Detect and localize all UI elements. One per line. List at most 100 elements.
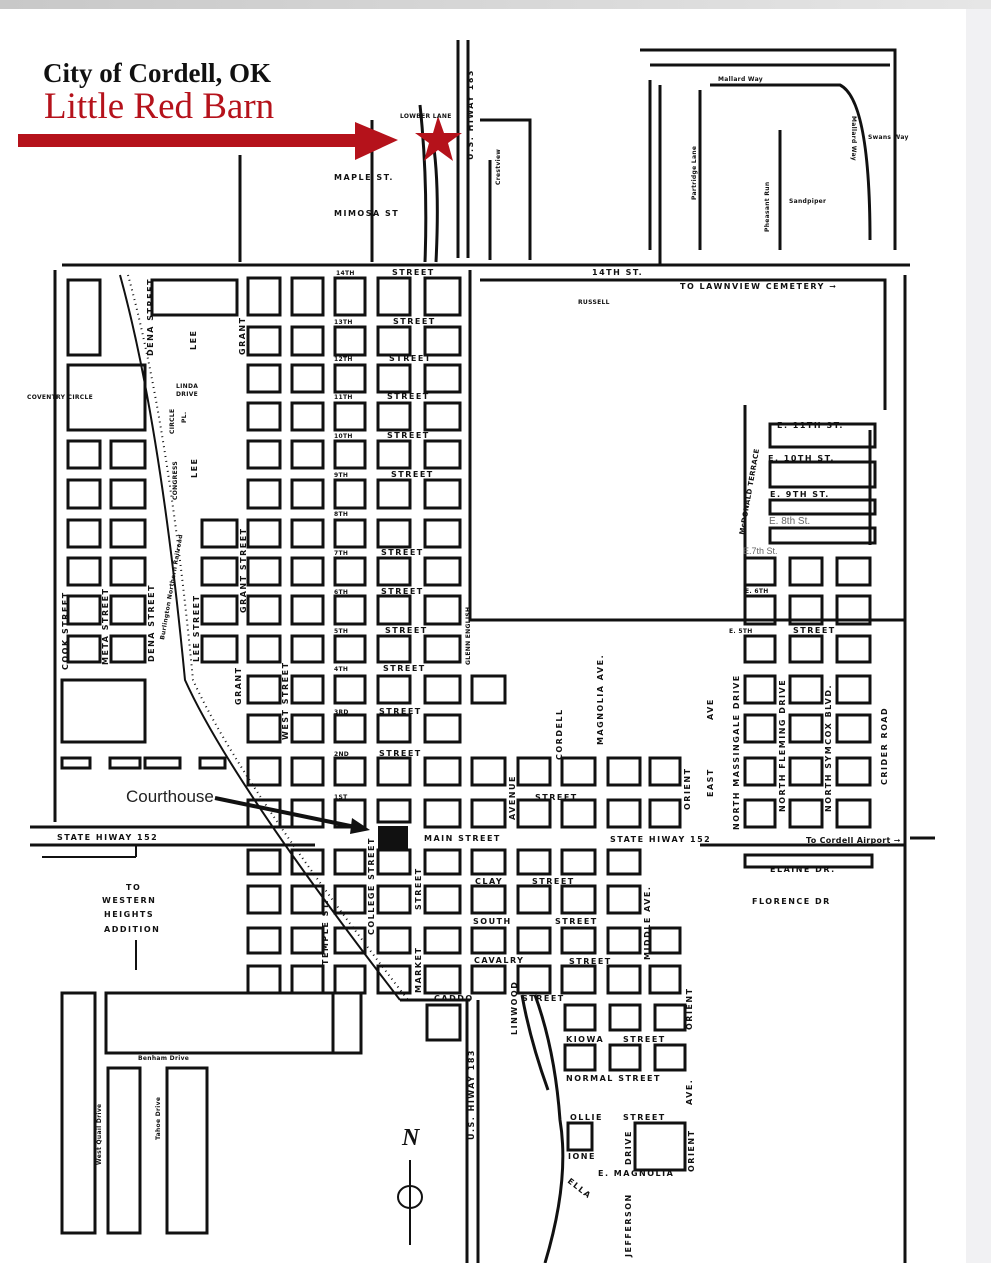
block xyxy=(290,926,325,955)
label: TO xyxy=(126,883,141,892)
label: To Cordell Airport ➞ xyxy=(806,836,901,845)
map-title: City of Cordell, OK xyxy=(43,58,271,88)
label: 1ST xyxy=(334,794,348,801)
label: MIDDLE AVE. xyxy=(643,886,652,960)
label: CLAY xyxy=(475,877,503,886)
block xyxy=(109,594,147,626)
block xyxy=(109,556,147,587)
block xyxy=(835,674,872,705)
block xyxy=(290,594,325,626)
block xyxy=(470,964,507,995)
label: MAPLE ST. xyxy=(334,173,394,182)
block xyxy=(333,556,367,587)
label: 3RD xyxy=(334,709,349,716)
label: E. 9TH ST. xyxy=(770,490,830,499)
north-arrow-icon: N xyxy=(397,1125,423,1245)
block xyxy=(333,756,367,787)
block xyxy=(563,1003,597,1032)
little-red-barn-star-icon xyxy=(415,116,462,161)
block xyxy=(333,325,367,357)
block xyxy=(423,556,462,587)
block xyxy=(290,674,325,705)
block xyxy=(333,439,367,470)
label: AVE xyxy=(706,698,715,720)
label: STATE HIWAY 152 xyxy=(57,833,158,842)
label: 2ND xyxy=(334,751,349,758)
block xyxy=(108,756,142,770)
block xyxy=(246,325,282,357)
map-subtitle: Little Red Barn xyxy=(44,86,274,127)
label: 13TH xyxy=(334,319,353,326)
label: STREET xyxy=(393,317,436,326)
block xyxy=(333,401,367,432)
railroad xyxy=(119,274,409,1001)
label: DENA STREET xyxy=(146,278,155,356)
label: STREET xyxy=(391,470,434,479)
label: U.S. HIWAY 183 xyxy=(467,1049,476,1140)
label: STREET xyxy=(385,626,428,635)
block xyxy=(106,1066,142,1235)
block xyxy=(606,926,642,955)
block xyxy=(423,478,462,510)
block xyxy=(376,325,412,357)
block xyxy=(470,848,507,876)
block xyxy=(109,518,147,549)
block xyxy=(768,526,877,545)
label: Benham Drive xyxy=(138,1055,189,1062)
label: 7TH xyxy=(334,550,348,557)
block xyxy=(423,926,462,955)
label: MAIN STREET xyxy=(424,834,501,843)
block xyxy=(246,401,282,432)
block xyxy=(246,594,282,626)
block xyxy=(290,634,325,664)
block xyxy=(376,401,412,432)
label: STREET xyxy=(389,354,432,363)
label: STATE HIWAY 152 xyxy=(610,835,711,844)
block xyxy=(560,848,597,876)
label: E. 5TH xyxy=(729,628,753,635)
label: ORIENT xyxy=(687,1129,696,1172)
label: EAST xyxy=(706,768,715,797)
block xyxy=(835,798,872,829)
block xyxy=(608,1003,642,1032)
label: E. 8th St. xyxy=(769,516,810,527)
block xyxy=(376,518,412,549)
block xyxy=(743,713,777,744)
block xyxy=(109,478,147,510)
block xyxy=(423,756,462,787)
label: Partridge Lane xyxy=(691,146,698,200)
block xyxy=(423,439,462,470)
block xyxy=(66,518,102,549)
block xyxy=(376,594,412,626)
label: GRANT xyxy=(238,316,247,355)
street-labels: LOWBER LANE U.S. HIWAY 183 Crestview Mal… xyxy=(27,69,908,1258)
block xyxy=(648,964,682,995)
block xyxy=(423,276,462,317)
block xyxy=(423,674,462,705)
block xyxy=(66,278,102,357)
label: STREET xyxy=(392,268,435,277)
label: Burlington Northern Railroad xyxy=(159,534,184,641)
block xyxy=(333,848,367,876)
label: PL. xyxy=(181,412,188,423)
label: KIOWA xyxy=(566,1035,604,1044)
block xyxy=(516,848,552,876)
label: STREET xyxy=(379,707,422,716)
block xyxy=(200,518,239,549)
block xyxy=(376,634,412,664)
label: CORDELL xyxy=(555,708,564,760)
block xyxy=(563,1043,597,1072)
block xyxy=(423,363,462,394)
block xyxy=(743,634,777,664)
label: STREET xyxy=(623,1113,666,1122)
block xyxy=(376,713,412,744)
courthouse-marker xyxy=(378,826,408,850)
block xyxy=(333,884,367,915)
block xyxy=(560,964,597,995)
block xyxy=(246,634,282,664)
label: NORTH SYMCOX BLVD. xyxy=(824,684,833,812)
block xyxy=(743,853,874,869)
label: FLORENCE DR xyxy=(752,897,831,906)
scrollbar-track[interactable] xyxy=(966,9,991,1263)
label: Tahoe Drive xyxy=(155,1097,162,1140)
